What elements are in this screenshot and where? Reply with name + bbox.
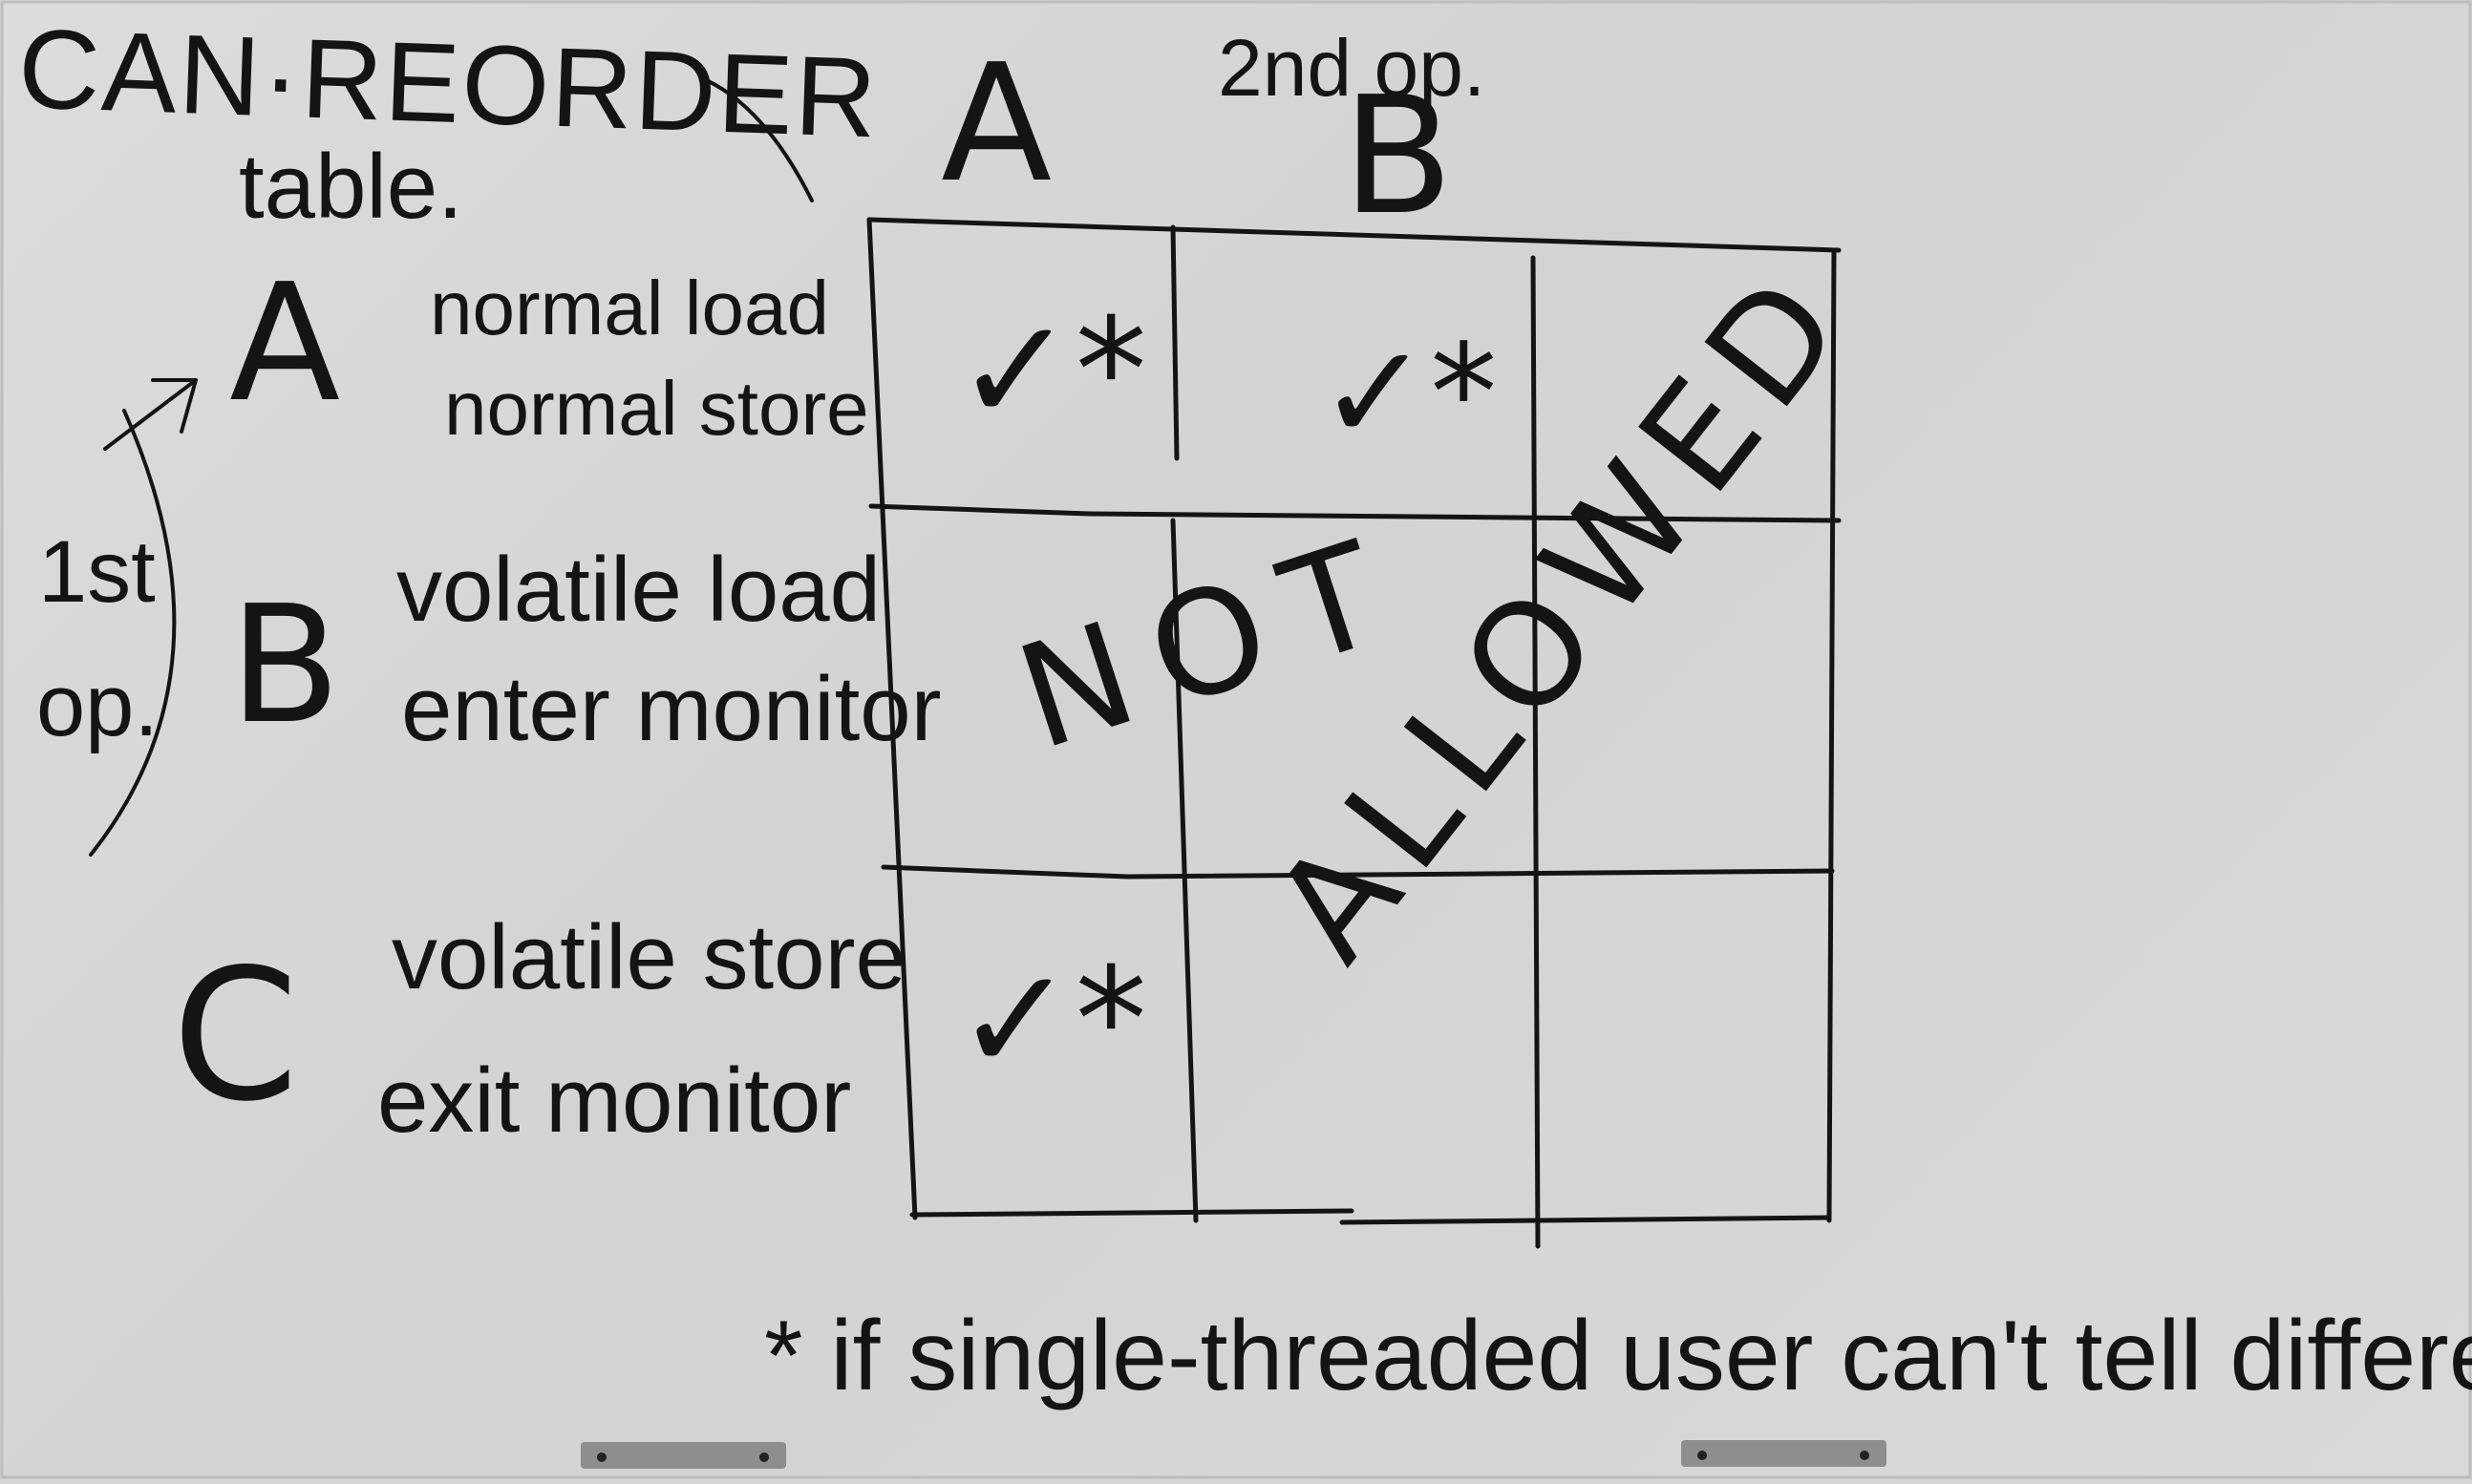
row-letter-a: A: [229, 249, 340, 438]
row-a-line1: normal load: [430, 265, 829, 350]
grid-bottom-line: [909, 1208, 1832, 1225]
row-c-line2: exit monitor: [377, 1049, 851, 1152]
grid-left-line: [866, 217, 918, 1220]
second-op-label: 2nd op.: [1218, 23, 1485, 113]
title-flourish: [700, 76, 814, 202]
row-b-line1: volatile load: [396, 539, 881, 641]
first-op-arrowhead: [103, 378, 198, 451]
grid-top-line: [866, 217, 1842, 253]
bottom-clips: [581, 1440, 1886, 1469]
grid-row-line-1: [868, 503, 1842, 523]
first-op-curve: [89, 409, 177, 857]
row-b-line2: enter monitor: [401, 658, 942, 760]
column-header-a: A: [941, 30, 1052, 219]
left-clip: [581, 1442, 786, 1469]
row-a-line2: normal store: [444, 366, 869, 451]
grid-right-line: [1826, 247, 1837, 1223]
grid-col-line-1: [1170, 224, 1199, 1223]
column-header-b: B: [1342, 62, 1454, 251]
right-clip-screw-2: [1860, 1451, 1869, 1460]
first-op-label-line2: op.: [36, 657, 159, 754]
right-clip-screw-1: [1697, 1451, 1707, 1460]
footnote: * if single-threaded user can't tell dif…: [764, 1301, 2472, 1411]
grid-col-line-2: [1530, 255, 1541, 1249]
left-clip-screw-1: [597, 1452, 607, 1462]
mark-r1c2: ✓*: [1318, 316, 1497, 472]
title: CAN·REORDER: [16, 6, 881, 161]
reorder-grid: [866, 217, 1842, 1249]
row-letter-b: B: [229, 571, 341, 760]
subtitle: table.: [239, 136, 463, 238]
row-c-line1: volatile store: [392, 906, 906, 1008]
mark-r1c1: ✓*: [955, 288, 1147, 455]
mark-r3c1: ✓*: [955, 938, 1147, 1104]
left-clip-screw-2: [759, 1452, 769, 1462]
first-op-label-line1: 1st: [38, 523, 156, 621]
row-letter-c: C: [172, 930, 299, 1141]
right-clip: [1681, 1440, 1886, 1467]
grid-row-line-2: [881, 864, 1835, 880]
